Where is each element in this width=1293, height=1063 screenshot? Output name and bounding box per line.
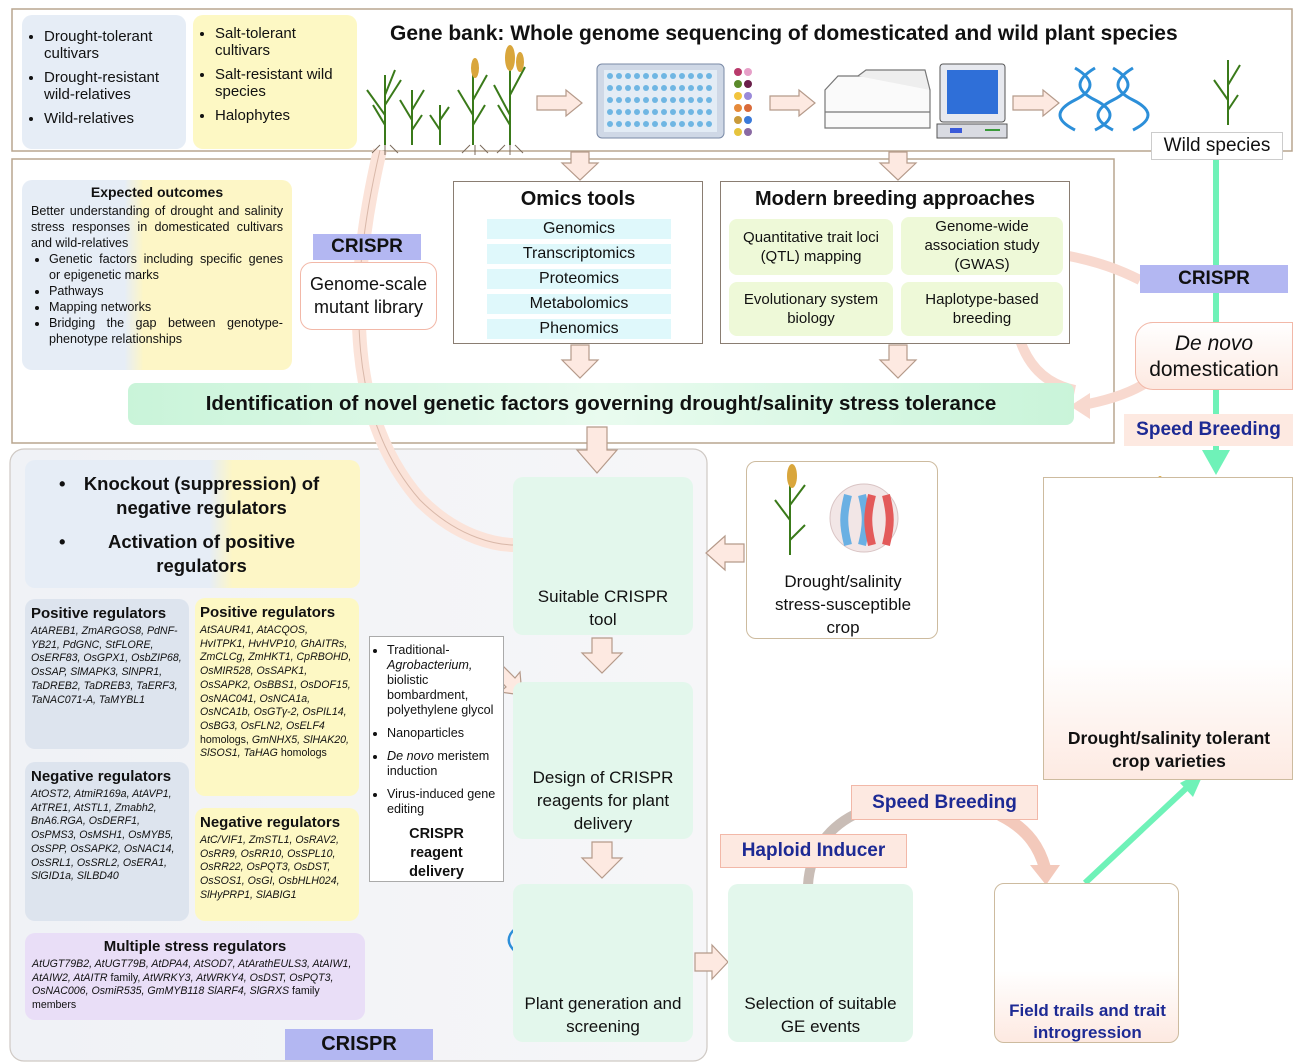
- omics-item-proteomics: Proteomics: [487, 269, 671, 289]
- multiple-title: Multiple stress regulators: [103, 938, 287, 955]
- wild-species-label: Wild species: [1151, 132, 1283, 160]
- field-trials-box: Field trails and trait introgression: [994, 883, 1179, 1043]
- crispr-label-right: CRISPR: [1140, 265, 1288, 293]
- omics-item-genomics: Genomics: [487, 219, 671, 239]
- field-label: Field trails and trait introgression: [1009, 1001, 1166, 1042]
- positive-regulators-left: Positive regulators AtAREB1, ZmARGOS8, P…: [25, 599, 189, 749]
- multiple-genes: AtUGT79B2, AtUGT79B, AtDPA4, AtSOD7, AtA…: [32, 958, 352, 984]
- expected-outcome-item: Mapping networks: [49, 299, 283, 315]
- delivery-methods-box: Traditional-Agrobacterium, biolistic bom…: [369, 636, 504, 882]
- computer-illustration: [936, 63, 1008, 139]
- tolerant-varieties-box: Drought/salinity tolerant crop varieties: [1043, 477, 1293, 780]
- breeding-haplo: Haplotype-based breeding: [901, 282, 1063, 336]
- crispr-label-bottom: CRISPR: [285, 1029, 433, 1060]
- positive-right-genes: AtSAUR41, AtACQOS, HvITPK1, HvHVP10, GhA…: [200, 624, 352, 732]
- design-label: Design of CRISPR reagents for plant deli…: [532, 768, 674, 833]
- multiple-family1: family,: [110, 971, 141, 984]
- expected-outcomes-panel: Expected outcomes Better understanding o…: [22, 180, 292, 370]
- omics-item-phenomics: Phenomics: [487, 319, 671, 339]
- expected-outcome-item: Bridging the gap between genotype-phenot…: [49, 315, 283, 347]
- delivery-item-virus: Virus-induced gene editing: [387, 787, 498, 817]
- field-to-tolerant-teal-arrow: [1082, 777, 1198, 886]
- omics-tools-box: Omics tools Genomics Transcriptomics Pro…: [453, 181, 703, 344]
- delivery-item-traditional: Traditional-Agrobacterium, biolistic bom…: [387, 643, 498, 718]
- speedbreeding-curve-arrow: [997, 809, 1051, 870]
- de-novo-line1: De novo: [1174, 332, 1254, 355]
- drought-panel: Drought-tolerant cultivars Drought-resis…: [22, 15, 186, 149]
- strategy-activation: Activation of positive regulators: [107, 531, 296, 576]
- speed-breeding-right: Speed Breeding: [1124, 414, 1293, 446]
- strategy-knockout: Knockout (suppression) of negative regul…: [83, 473, 320, 518]
- negative-right-genes: AtC/VIF1, ZmSTL1, OsRAV2, OsRR9, OsRR10,…: [200, 834, 340, 901]
- negative-left-title: Negative regulators: [31, 768, 172, 785]
- breeding-title: Modern breeding approaches: [754, 188, 1036, 210]
- identification-bar: Identification of novel genetic factors …: [128, 383, 1074, 425]
- gwas-to-crispr-arrow: [1063, 250, 1143, 285]
- positive-regulators-right: Positive regulators AtSAUR41, AtACQOS, H…: [195, 598, 359, 796]
- positive-right-genes-tail: homologs,: [200, 733, 249, 746]
- speed-breeding-bottom: Speed Breeding: [851, 785, 1038, 820]
- positive-right-title: Positive regulators: [200, 604, 336, 621]
- de-novo-line2: domestication: [1149, 358, 1279, 381]
- omics-item-transcriptomics: Transcriptomics: [487, 244, 671, 264]
- selection-ge-events-box: Selection of suitable GE events: [728, 884, 913, 1042]
- crop-plants-illustration: [366, 60, 1241, 145]
- susceptible-crop-illustration: [774, 464, 899, 555]
- drought-item: Drought-tolerant cultivars: [44, 28, 180, 62]
- design-crispr-reagents-box: Design of CRISPR reagents for plant deli…: [513, 682, 693, 839]
- negative-regulators-right: Negative regulators AtC/VIF1, ZmSTL1, Os…: [195, 808, 359, 921]
- selection-label: Selection of suitable GE events: [744, 994, 897, 1036]
- sequencer-illustration: [824, 69, 931, 129]
- breeding-evo: Evolutionary system biology: [729, 282, 893, 336]
- expected-outcomes-intro: Better understanding of drought and sali…: [31, 204, 283, 250]
- breeding-gwas: Genome-wide association study (GWAS): [901, 217, 1063, 275]
- crispr-label-mutant: CRISPR: [313, 234, 421, 260]
- omics-item-metabolomics: Metabolomics: [487, 294, 671, 314]
- mutant-library-box: Genome-scale mutant library: [300, 262, 437, 330]
- haploid-inducer-label: Haploid Inducer: [720, 834, 907, 868]
- salt-panel: Salt-tolerant cultivars Salt-resistant w…: [193, 15, 357, 149]
- salt-item: Halophytes: [215, 107, 351, 124]
- well-plate-illustration: [596, 63, 752, 139]
- positive-left-genes: AtAREB1, ZmARGOS8, PdNF-YB21, PdGNC, StF…: [31, 625, 182, 706]
- wild-species-teal-line: [1213, 160, 1219, 455]
- drought-item: Wild-relatives: [44, 110, 180, 127]
- negative-regulators-left: Negative regulators AtOST2, AtmiR169a, A…: [25, 762, 189, 921]
- suitable-crispr-tool-box: Suitable CRISPR tool: [513, 477, 693, 635]
- gene-bank-title: Gene bank: Whole genome sequencing of do…: [390, 22, 1178, 45]
- negative-left-genes: AtOST2, AtmiR169a, AtAVP1, AtTRE1, AtSTL…: [31, 788, 175, 883]
- tolerant-label: Drought/salinity tolerant crop varieties: [1067, 728, 1271, 771]
- dna-helix-illustration: [1058, 66, 1150, 132]
- strategy-panel: • Knockout (suppression) of negative reg…: [25, 460, 360, 588]
- positive-right-genes2: GmNHX5, SlHAK20, SlSOS1, TaHAG: [200, 733, 349, 760]
- positive-left-title: Positive regulators: [31, 605, 167, 622]
- susceptible-label: Drought/salinity stress-susceptible crop: [774, 572, 912, 637]
- omics-title: Omics tools: [520, 188, 636, 210]
- plant-generation-box: Plant generation and screening: [513, 884, 693, 1042]
- multiple-genes2: AtWRKY3, AtWRKY4, OsDST, OsPQT3, OsNAC00…: [32, 971, 334, 998]
- multiple-family2: family members: [32, 985, 320, 1012]
- delivery-title: CRISPR reagent delivery: [409, 826, 464, 880]
- salt-item: Salt-resistant wild species: [215, 66, 351, 100]
- de-novo-domestication-box: De novo domestication: [1135, 322, 1293, 390]
- delivery-item-nanoparticles: Nanoparticles: [387, 726, 498, 741]
- susceptible-crop-box: Drought/salinity stress-susceptible crop: [746, 461, 938, 639]
- salt-item: Salt-tolerant cultivars: [215, 25, 351, 59]
- expected-outcome-item: Genetic factors including specific genes…: [49, 251, 283, 283]
- expected-outcomes-title: Expected outcomes: [90, 184, 224, 200]
- negative-right-title: Negative regulators: [200, 814, 341, 831]
- expected-outcome-item: Pathways: [49, 283, 283, 299]
- positive-right-genes2-tail: homologs: [280, 747, 327, 760]
- block-arrows: [536, 88, 1060, 981]
- generation-label: Plant generation and screening: [524, 994, 682, 1036]
- breeding-approaches-box: Modern breeding approaches Quantitative …: [720, 181, 1070, 344]
- suitable-tool-label: Suitable CRISPR tool: [537, 587, 669, 629]
- multiple-stress-regulators: Multiple stress regulators AtUGT79B2, At…: [25, 933, 365, 1020]
- breeding-qtl: Quantitative trait loci (QTL) mapping: [729, 219, 893, 275]
- delivery-item-meristem: De novo meristem induction: [387, 749, 498, 779]
- drought-item: Drought-resistant wild-relatives: [44, 69, 180, 103]
